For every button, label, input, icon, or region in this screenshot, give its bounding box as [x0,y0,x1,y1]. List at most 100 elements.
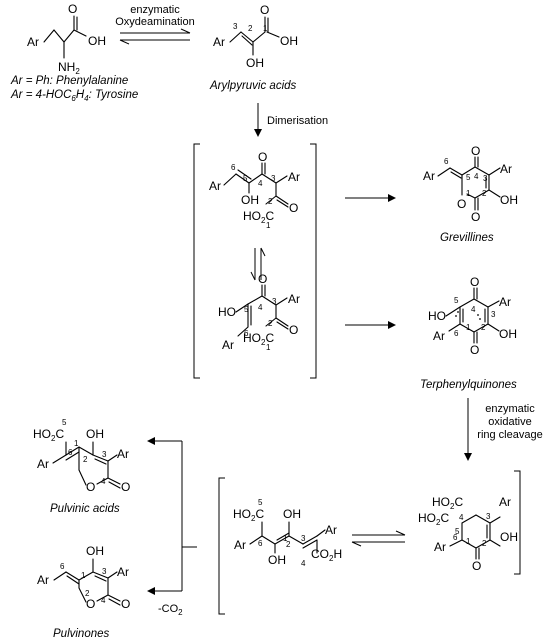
ar-label: Ar [434,540,446,554]
locant-2: 2 [268,197,273,206]
locant-5: 5 [244,305,249,314]
locant-6: 6 [444,157,449,166]
ring-cleavage-enzymatic: enzymatic [485,403,535,415]
locant-4: 4 [474,172,479,181]
ho2c-label: HO2C [33,427,64,443]
o-label: O [258,272,267,286]
locant-1: 1 [283,534,288,543]
ar-label: Ar [117,447,129,461]
o-label: O [121,597,130,611]
o-label: O [289,323,298,337]
locant-6: 6 [60,562,65,571]
bottom-right-bracket [514,470,521,575]
dimer-tautomer-structure: HO 5 6 Ar O 4 3 Ar O 2 HO2C 1 [218,272,300,352]
oh-label: OH [283,507,301,521]
locant-2: 2 [286,540,291,549]
locant-4: 4 [459,513,464,522]
locant-3: 3 [102,450,107,459]
locant-1: 1 [466,323,471,332]
oh-label: OH [86,427,104,441]
oh-label: OH [241,193,259,207]
ar-label: Ar [433,329,445,343]
amino-acid-structure: Ar O OH NH2 [27,2,106,76]
ho2c-label: HO2C [418,511,449,527]
locant-1: 1 [466,189,471,198]
ar-label: Ar [37,573,49,587]
locant-5: 5 [243,174,248,183]
locant-1: 1 [466,537,471,546]
co2h-label: CO2H [311,547,342,563]
o-label: O [121,480,130,494]
ar-label: Ar [27,35,39,49]
locant-6: 6 [454,329,459,338]
nh2-label: NH2 [58,60,80,76]
terphenylquinone-structure: HO O Ar OH O Ar 5 4 3 2 1 6 [428,275,517,357]
ring-cleavage-oxidative: oxidative [488,416,531,428]
left-bracket [193,143,200,379]
oxydeamination-equilibrium-arrow: enzymatic Oxydeamination [115,4,195,45]
o-label: O [289,201,298,215]
terphenylquinones-name: Terphenylquinones [420,379,517,391]
locant-5: 5 [455,527,460,536]
locant-3: 3 [271,174,276,183]
locant-4: 4 [471,305,476,314]
o-label: O [260,3,269,17]
oh-label: OH [246,56,264,70]
locant-2: 2 [268,319,273,328]
ho-label: HO [428,309,446,323]
decarboxylation-label: -CO2 [158,603,183,617]
co2h-label: HO2C [243,331,274,347]
right-bracket [310,143,317,379]
branch-arrows: -CO2 [147,437,197,617]
cleaved-intermediate-structure: HO2C HO2C 4 5 3 Ar 2 OH 1 O 6 Ar [418,495,518,573]
open-chain-intermediate-structure: 5 HO2C Ar 6 OH 1 OH 2 3 Ar CO2H 4 [233,498,342,568]
locant-2: 2 [85,589,90,598]
locant-2: 2 [482,189,487,198]
locant-5: 5 [258,498,263,507]
locant-1: 1 [266,221,271,230]
dimer-enol-structure: Ar 6 5 OH O 4 3 Ar O 2 HO2C 1 [209,150,300,230]
locant-5: 5 [62,418,67,427]
grevilline-structure: Ar 6 5 O 4 3 Ar 2 OH 1 O O [423,144,518,224]
locant-6: 6 [453,533,458,542]
pulvinone-structure: Ar 6 1 2 OH 3 Ar O 4 O [37,544,130,611]
ar-label: Ar [423,169,435,183]
o-label: O [470,275,479,289]
ar-label: Ar [288,292,300,306]
ring-cleavage-label: ring cleavage [477,429,542,441]
locant-3: 3 [491,310,496,319]
ar-label: Ar [325,523,337,537]
tyrosine-definition: Ar = 4-HOC6H4: Tyrosine [10,89,138,103]
o-label: O [258,150,267,164]
ar-label: Ar [222,338,234,352]
locant-3: 3 [486,512,491,521]
locant-4: 4 [258,179,263,188]
oh-label: OH [268,553,286,567]
arylpyruvic-acids-name: Arylpyruvic acids [209,80,297,92]
o-label: O [86,597,95,611]
ar-label: Ar [500,162,512,176]
ar-label: Ar [499,495,511,509]
ar-label: Ar [499,295,511,309]
oh-label: OH [500,193,518,207]
oh-label: OH [499,327,517,341]
o-label: O [86,480,95,494]
arylpyruvic-acid-structure: Ar 3 2 1 O OH OH [213,3,298,70]
locant-1: 1 [81,571,86,580]
locant-1: 1 [266,343,271,352]
o-label: O [471,210,480,224]
ar-label: Ar [234,538,246,552]
pulvinones-name: Pulvinones [53,628,110,640]
oxydeamination-label: Oxydeamination [115,16,195,28]
oh-label: OH [500,530,518,544]
o-label: O [457,197,466,211]
ar-label: Ar [213,35,225,49]
locant-3: 3 [272,297,277,306]
tautomer-equilibrium-arrow [250,247,266,281]
locant-2: 2 [248,24,253,33]
oh-label: OH [280,34,298,48]
locant-4: 4 [258,303,263,312]
pulvinic-acid-structure: 5 HO2C 6 Ar 1 2 OH 3 Ar O 4 O [33,418,130,494]
phenylalanine-definition: Ar = Ph: Phenylalanine [10,75,128,87]
